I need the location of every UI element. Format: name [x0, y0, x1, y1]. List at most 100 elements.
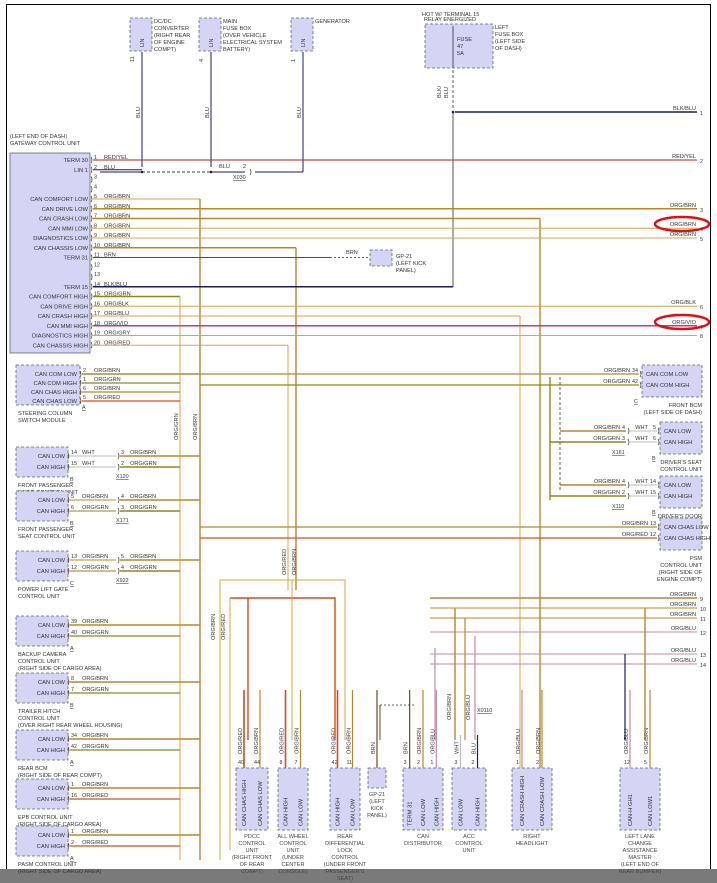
- bottom-wire-label: ORG/BLU: [516, 729, 522, 754]
- splice-dot: [209, 170, 213, 174]
- inline-wire-label: ORG/GRN: [130, 461, 157, 467]
- gateway-wire-label: ORG/BRN: [104, 214, 130, 220]
- left-module-label: BACKUP CAMERA: [18, 652, 67, 658]
- module-pin-number: 2: [71, 840, 74, 846]
- right-ref-wire: RED/YEL: [672, 154, 696, 160]
- bottom-module-box-pdcc: [235, 767, 269, 831]
- module-pin-number: 42: [632, 379, 638, 385]
- fuse-box-label: OF DASH): [495, 46, 522, 52]
- right-ref-wire: ORG/VIO: [672, 320, 697, 326]
- right-ref-number: 5: [700, 237, 703, 243]
- connector-symbol: [90, 332, 93, 339]
- left-module-label: FRONT PASSENGER: [18, 483, 73, 489]
- module-pin-name: CAN LOW: [38, 454, 66, 460]
- right-ref-wire: ORG/BRN: [670, 222, 696, 228]
- connector-symbol: [90, 156, 93, 164]
- connector-symbol: [79, 388, 82, 396]
- module-pin-name: CAN HIGH: [336, 798, 342, 826]
- module-pin-name: CAN COM HIGH: [34, 381, 77, 387]
- gateway-pin-number: 11: [94, 253, 100, 259]
- gateway-pin-name: DIAGNOSTICS HIGH: [32, 334, 88, 340]
- bottom-wire-label: ORG/BLU: [624, 729, 630, 754]
- bottom-module-label: OF REAR: [240, 862, 265, 868]
- gateway-wire-label: ORG/BRN: [104, 233, 130, 239]
- module-pin-number: 8: [71, 676, 74, 682]
- right-module-label: PSM: [690, 556, 702, 562]
- module-wire-label: ORG/GRN: [82, 630, 109, 636]
- module-wire-label: ORG/BRN: [622, 521, 648, 527]
- bottom-module-label: LEFT LANE: [625, 834, 655, 840]
- gateway-wire-label: ORG/BLU: [104, 311, 129, 317]
- left-module-box-pasm: [15, 825, 69, 857]
- wire-label: BLU: [297, 107, 303, 118]
- right-ref-wire: ORG/BRN: [670, 232, 696, 238]
- bottom-wire-label: ORG/BRN: [295, 728, 301, 754]
- inline-wire-label: ORG/BRN: [130, 554, 156, 560]
- module-pin-name: CAN COM LOW: [35, 372, 78, 378]
- gateway-pin-number: 19: [94, 331, 100, 337]
- bottom-module-label: CAN: [417, 834, 429, 840]
- module-connector-id: B: [70, 477, 74, 483]
- fuse-wire-label: BLU: [444, 87, 450, 98]
- bottom-wire-label: BRN: [404, 742, 410, 754]
- gateway-pin-name: CAN MMI LOW: [48, 226, 88, 232]
- module-pin-number: 7: [71, 687, 74, 693]
- right-module-box-drv-seat: [659, 421, 703, 455]
- top-component-label: BATTERY): [223, 47, 250, 53]
- gateway-wire-label: BRN: [104, 253, 116, 259]
- gateway-pin-number: 17: [94, 311, 100, 317]
- gateway-wire-label: ORG/BRN: [104, 223, 130, 229]
- gateway-wire-label: BLU: [104, 165, 115, 171]
- connector-symbol: [657, 492, 660, 500]
- connector-symbol: [79, 379, 82, 387]
- right-module-label: CONTROL UNIT: [660, 467, 702, 473]
- ground-label: PANEL): [396, 268, 416, 274]
- module-pin-name: CAN LOW: [421, 798, 427, 826]
- module-pin-number: 3: [455, 760, 458, 766]
- right-module-box-psm: [659, 517, 703, 551]
- bottom-module-box-headlight: [511, 767, 553, 831]
- module-pin-name: CAN HIGH: [37, 691, 65, 697]
- right-ref-wire: ORG/BLU: [671, 648, 696, 654]
- module-pin-name: CAN HIGH: [37, 634, 65, 640]
- module-pin-number: 2: [536, 760, 539, 766]
- vertical-wire-label: ORG/BRN: [292, 549, 298, 575]
- module-pin-number: 1: [516, 760, 519, 766]
- module-pin-number: 40: [71, 630, 77, 636]
- connector-symbol: [657, 481, 660, 489]
- top-component-label: OF ENGINE: [154, 40, 185, 46]
- inline-wire-label: ORG/GRN: [130, 505, 157, 511]
- right-ref-wire: ORG/BRN: [670, 203, 696, 209]
- gateway-wire-label: ORG/GRY: [104, 331, 131, 337]
- top-component-box-2: [290, 17, 314, 52]
- right-ref-wire: BLK/BLU: [673, 106, 696, 112]
- highlight-circle: [653, 313, 711, 331]
- module-pin-name: CAN LOW: [38, 680, 66, 686]
- pin-number: 11: [130, 56, 136, 62]
- module-pin-number: 1: [71, 829, 74, 835]
- rdl-low-feed: [220, 579, 346, 740]
- bottom-module-label: REAR: [337, 834, 353, 840]
- module-connector-id: A: [70, 856, 74, 862]
- left-module-label: POWER LIFT GATE: [18, 587, 69, 593]
- bottom-module-box-gp21b: [367, 767, 387, 789]
- connector-symbol: [627, 481, 630, 489]
- connector-symbol: [117, 507, 120, 515]
- left-module-label: REAR BCM: [18, 766, 48, 772]
- bottom-module-label: CONSOLE): [278, 869, 307, 875]
- module-pin-number: 5: [83, 395, 86, 401]
- right-ref-number: 1: [700, 111, 703, 117]
- connector-symbol: [90, 234, 93, 242]
- module-pin-number: 15: [650, 490, 656, 496]
- bottom-wire-label: ORG/RED: [238, 728, 244, 754]
- bottom-module-box-rdl: [329, 767, 361, 831]
- module-pin-number: 2: [472, 760, 475, 766]
- bottom-module-label: CHANGE: [628, 841, 652, 847]
- module-pin-number: 5: [71, 494, 74, 500]
- module-pin-name: CAN LOW: [299, 798, 305, 826]
- module-pin-number: 44: [254, 760, 260, 766]
- module-connector-id: C: [634, 399, 638, 405]
- right-module-label: FRONT BCM: [669, 403, 702, 409]
- bottom-wire-label: ORG/BRN: [417, 728, 423, 754]
- module-wire-label: ORG/GRN: [82, 687, 109, 693]
